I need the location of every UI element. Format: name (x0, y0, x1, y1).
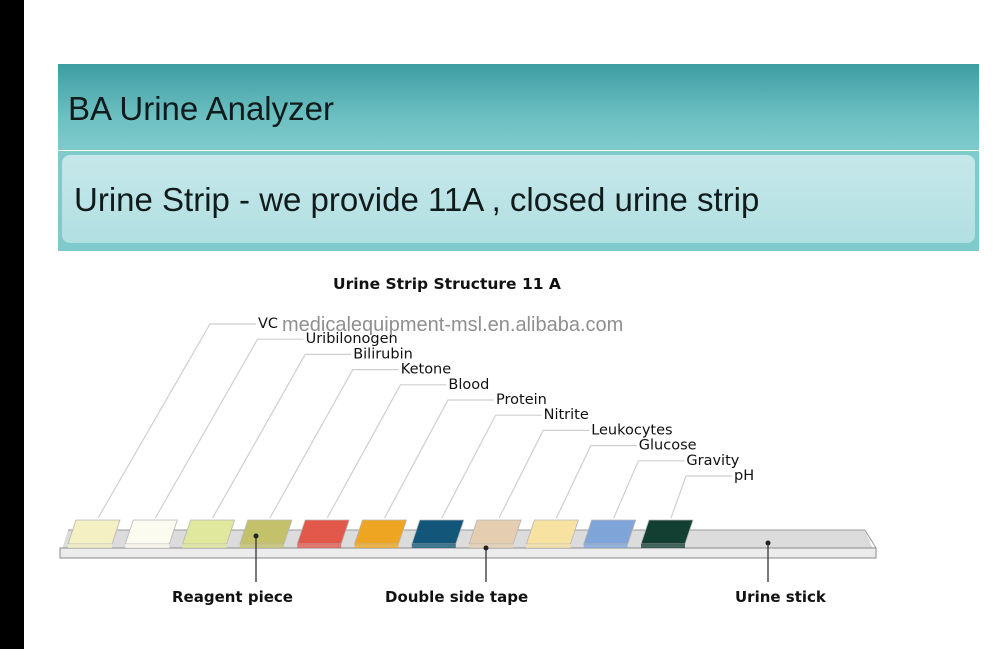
leader-line-4 (269, 369, 399, 519)
leader-line-1 (97, 323, 256, 519)
reagent-pad-1 (67, 519, 121, 545)
reagent-pad-8 (468, 519, 522, 545)
leader-line-3 (212, 353, 352, 519)
pad-label-9: Glucose (639, 438, 697, 454)
subtitle-bar: Urine Strip - we provide 11A , closed ur… (58, 151, 979, 251)
reagent-pad-10 (583, 519, 637, 545)
reagent-pad-edge-8 (469, 544, 514, 548)
reagent-pad-6 (353, 519, 408, 545)
reagent-pad-4 (239, 519, 293, 545)
reagent-pad-edge-4 (239, 544, 284, 548)
reagent-pad-5 (296, 519, 350, 545)
pad-labels: VC UribilonogenBilirubinKetoneBloodProtei… (258, 316, 754, 484)
pad-label-10: Gravity (686, 453, 739, 469)
stick-pointer-dot (765, 540, 771, 546)
leader-line-6 (383, 399, 494, 519)
slide-subtitle: Urine Strip - we provide 11A , closed ur… (74, 181, 760, 218)
reagent-pad-edge-1 (68, 544, 112, 548)
leader-lines (97, 323, 732, 519)
watermark: medicalequipment-msl.en.alibaba.com (282, 314, 623, 336)
leader-line-10 (613, 460, 685, 519)
pad-label-3: Bilirubin (353, 346, 413, 362)
leader-line-7 (441, 414, 542, 519)
pad-label-1: VC (258, 316, 278, 332)
leader-line-9 (555, 445, 637, 519)
reagent-pad-edge-3 (182, 544, 227, 548)
reagent-pad-edge-11 (641, 544, 685, 548)
double-side-tape-label: Double side tape (385, 588, 528, 606)
pad-label-2: Uribilonogen (306, 331, 398, 347)
reagent-pad-3 (182, 519, 236, 545)
pad-label-6: Protein (496, 392, 547, 408)
pad-label-7: Nitrite (544, 407, 589, 423)
tape-pointer-dot (483, 545, 489, 551)
urine-strip-diagram: Urine Strip Structure 11 A VC Uribilonoge… (59, 275, 877, 606)
pad-label-8: Leukocytes (591, 422, 672, 438)
reagent-pad-edge-7 (411, 544, 456, 548)
reagent-pad-edge-5 (297, 544, 342, 548)
leader-line-8 (498, 429, 590, 519)
urine-stick-edge (59, 547, 877, 559)
reagent-pad-edge-6 (354, 544, 399, 548)
pad-label-5: Blood (448, 377, 489, 393)
reagent-pad-edge-10 (583, 544, 628, 548)
leader-line-5 (326, 384, 447, 519)
diagram-title: Urine Strip Structure 11 A (333, 275, 561, 293)
reagent-pad-9 (525, 519, 579, 545)
reagent-pointer-dot (253, 533, 259, 539)
reagent-pad-2 (124, 519, 178, 545)
reagent-pad-edge-9 (526, 544, 571, 548)
reagent-pads (67, 519, 694, 548)
reagent-piece-label: Reagent piece (172, 588, 293, 606)
title-bar: BA Urine Analyzer (58, 64, 979, 150)
pad-label-4: Ketone (401, 362, 451, 378)
leader-line-2 (154, 338, 304, 519)
reagent-pad-7 (411, 519, 465, 545)
subtitle-panel: Urine Strip - we provide 11A , closed ur… (62, 155, 975, 243)
reagent-pad-edge-2 (125, 544, 170, 548)
reagent-pad-11 (640, 519, 694, 545)
urine-stick-label: Urine stick (735, 588, 827, 606)
leader-line-11 (670, 475, 732, 519)
pad-label-11: pH (734, 468, 754, 484)
slide: BA Urine Analyzer Urine Strip - we provi… (24, 0, 1000, 649)
slide-title: BA Urine Analyzer (68, 90, 334, 127)
